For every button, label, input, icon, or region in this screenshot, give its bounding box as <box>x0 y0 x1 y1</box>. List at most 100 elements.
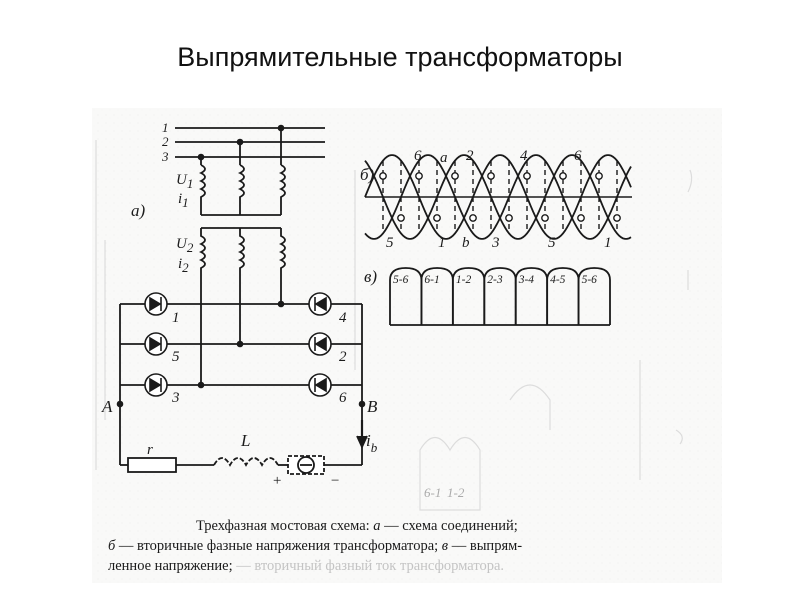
faint-label-2: 1-2 <box>447 485 465 500</box>
rectified-label-4: 2-3 <box>487 274 503 286</box>
diode-number-5: 5 <box>172 349 180 365</box>
waveform-bottom-label-2: 1 <box>438 235 446 251</box>
rectified-label-3: 1-2 <box>456 274 472 286</box>
bus-label-2: 2 <box>162 134 169 149</box>
waveform-top-label-1: 6 <box>414 148 422 164</box>
crossing-point-4 <box>433 214 441 222</box>
bus-label-3: 3 <box>161 149 169 164</box>
waveform-bottom-label-6: 1 <box>604 235 612 251</box>
caption-line2-v-text: — выпрям- <box>451 538 523 554</box>
resistor-r <box>127 457 177 473</box>
crossing-point-10 <box>541 214 549 222</box>
crossing-point-11 <box>559 172 567 180</box>
diode-3-icon <box>144 373 168 397</box>
crossing-point-6 <box>469 214 477 222</box>
waveform-top-label-3: 2 <box>466 148 474 164</box>
crossing-point-2 <box>397 214 405 222</box>
caption-line3-faint: — вторичный фазный ток трансформатора. <box>236 558 505 574</box>
rectified-hump-6 <box>546 267 580 325</box>
secondary-voltage-symbol: U <box>176 236 188 252</box>
rectified-hump-4 <box>483 267 517 325</box>
svg-text:U1: U1 <box>176 172 193 191</box>
secondary-windings <box>198 227 286 282</box>
waveform-top-label-2: a <box>440 150 448 166</box>
waveform-top-label-5: 6 <box>574 148 582 164</box>
diode-6-icon <box>308 373 332 397</box>
primary-windings <box>198 164 286 216</box>
scan-background <box>92 108 722 583</box>
resistor-label: r <box>147 442 153 458</box>
motor-load <box>287 455 325 475</box>
secondary-current-symbol: i <box>178 256 182 272</box>
waveform-top-label-4: 4 <box>520 148 528 164</box>
svg-text:U2: U2 <box>176 236 194 255</box>
slide-title: Выпрямительные трансформаторы <box>177 42 623 72</box>
rectified-label-5: 3-4 <box>518 274 535 286</box>
motor-plus-label: + <box>272 473 282 489</box>
scan-ghost-marks <box>95 140 693 511</box>
part-label-a: а) <box>131 201 146 220</box>
caption-line3-text: ленное напряжение; <box>108 558 233 574</box>
phase-wave-1 <box>364 154 632 240</box>
crossing-point-12 <box>577 214 585 222</box>
rectified-hump-5 <box>514 267 549 325</box>
svg-text:i2: i2 <box>178 256 189 275</box>
crossing-point-1 <box>379 172 387 180</box>
caption-line2-b: б <box>108 538 116 554</box>
point-b-label: B <box>367 397 378 416</box>
primary-voltage-symbol: U <box>176 172 188 188</box>
rectified-label-6: 4-5 <box>550 274 566 286</box>
crossing-point-14 <box>613 214 621 222</box>
diode-number-3: 3 <box>171 390 180 406</box>
rectified-label-7: 5-6 <box>582 274 598 286</box>
point-a-label: A <box>101 397 113 416</box>
load-current-sub: b <box>371 440 378 455</box>
waveform-bottom-label-1: 5 <box>386 235 394 251</box>
figure-caption: Трехфазная мостовая схема: а — схема сое… <box>108 516 653 576</box>
diode-group-right <box>308 292 332 397</box>
primary-current-sub: 1 <box>182 195 189 210</box>
diode-group-left <box>144 292 168 397</box>
crossing-point-5 <box>451 172 459 180</box>
rectified-label-1: 5-6 <box>393 274 409 286</box>
phase-voltage-waveforms <box>364 154 632 240</box>
svg-text:ib: ib <box>366 431 378 455</box>
rectified-hump-7 <box>577 267 611 325</box>
rectified-voltage <box>389 267 611 326</box>
crossing-point-9 <box>523 172 531 180</box>
diode-5-icon <box>144 332 168 356</box>
rectified-hump-1 <box>389 267 423 325</box>
diode-4-icon <box>308 292 332 316</box>
diode-number-4: 4 <box>339 310 347 326</box>
caption-line2-v: в <box>441 538 449 554</box>
diode-number-2: 2 <box>339 349 347 365</box>
bus-label-1: 1 <box>162 120 169 135</box>
crossing-point-3 <box>415 172 423 180</box>
diode-1-icon <box>144 292 168 316</box>
faint-label-1: 6-1 <box>424 485 441 500</box>
diode-2-icon <box>308 332 332 356</box>
waveform-bottom-label-3: b <box>462 235 470 251</box>
phase-wave-3 <box>364 154 632 240</box>
crossing-point-8 <box>505 214 513 222</box>
crossing-point-7 <box>487 172 495 180</box>
caption-line1-prefix: Трехфазная мостовая схема: <box>196 518 370 534</box>
secondary-current-sub: 2 <box>182 260 189 275</box>
waveform-bottom-label-4: 3 <box>491 235 500 251</box>
rectified-hump-2 <box>420 267 454 325</box>
part-label-b: б) <box>360 165 375 184</box>
primary-current-symbol: i <box>178 191 182 207</box>
svg-text:i1: i1 <box>178 191 189 210</box>
phase-wave-2 <box>364 154 632 240</box>
crossing-point-13 <box>595 172 603 180</box>
inductor-L <box>213 457 279 467</box>
rectified-label-2: 6-1 <box>424 274 439 286</box>
diode-number-6: 6 <box>339 390 347 406</box>
waveform-bottom-label-5: 5 <box>548 235 556 251</box>
part-label-v: в) <box>364 267 377 286</box>
diode-number-1: 1 <box>172 310 180 326</box>
secondary-voltage-sub: 2 <box>187 240 194 255</box>
primary-voltage-sub: 1 <box>187 176 194 191</box>
motor-minus-label: − <box>330 473 340 489</box>
